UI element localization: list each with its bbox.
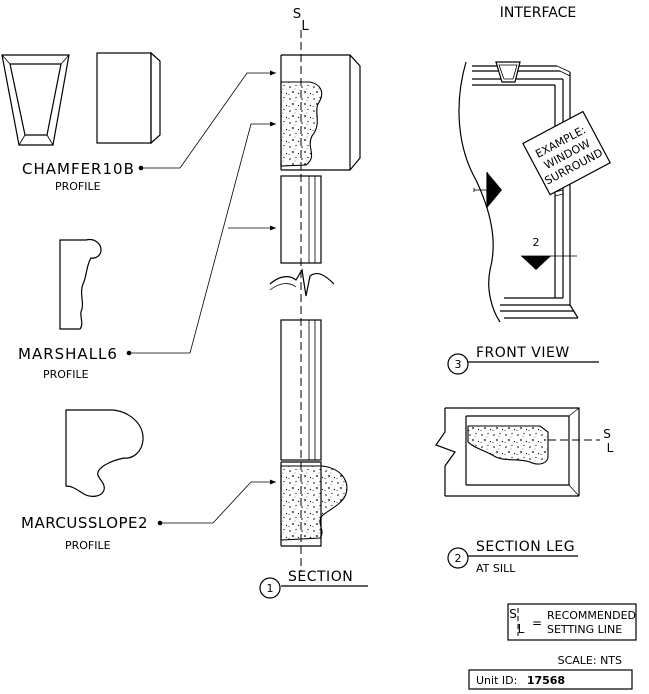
chamfer10b-leader-dot — [138, 165, 144, 171]
front-view-drawing — [458, 61, 579, 323]
unit-id-label: Unit ID: — [476, 674, 517, 687]
section-leg-number: 2 — [455, 552, 462, 565]
marshall6-leader-dot — [126, 350, 132, 356]
section-leg-sl-top: S — [603, 427, 611, 441]
leader-lines — [131, 70, 276, 524]
marshall6-label: MARSHALL6 — [18, 345, 118, 363]
svg-text:Unit ID: 17568: Unit ID: 17568 — [476, 674, 565, 687]
section-leg-drawing — [435, 407, 600, 497]
chamfer10b-side-view — [96, 51, 161, 145]
marcusslope2-profile-shape — [65, 409, 144, 497]
section-leg-sl-bottom: L — [607, 441, 614, 455]
section-leg-subtitle: AT SILL — [476, 562, 516, 575]
unit-id-value: 17568 — [527, 674, 565, 687]
section-number-circle — [259, 577, 281, 599]
chamfer10b-front-view — [1, 54, 70, 146]
marshall6-caption: PROFILE — [43, 368, 89, 381]
sill-stone-hatch — [280, 465, 348, 541]
legend-symbol-top: S — [509, 607, 517, 621]
setting-line-symbol-bottom: L — [301, 19, 309, 34]
break-line — [269, 268, 335, 297]
unit-id-box — [468, 669, 633, 690]
interface-heading: INTERFACE — [500, 5, 576, 21]
legend-line-1: RECOMMENDED — [547, 609, 636, 622]
chamfer10b-caption: PROFILE — [55, 180, 101, 193]
vertical-section-drawing — [269, 30, 361, 572]
head-stone-hatch — [280, 81, 323, 167]
marcusslope2-leader-dot — [157, 520, 163, 526]
section-leg-stone-hatch — [467, 425, 549, 465]
front-view-number-circle — [447, 353, 469, 375]
legend-symbol-bottom: L — [518, 622, 525, 636]
section-leg-title: SECTION LEG — [476, 539, 575, 555]
section-title: SECTION — [288, 569, 353, 585]
legend-equals: = — [532, 616, 542, 630]
marcusslope2-label: MARCUSSLOPE2 — [21, 514, 148, 532]
setting-line-legend: S L = RECOMMENDED SETTING LINE — [507, 603, 637, 641]
section-leg-number-circle — [447, 547, 469, 569]
front-view-title: FRONT VIEW — [476, 345, 570, 361]
chamfer10b-label: CHAMFER10B — [22, 160, 135, 178]
scale-note: SCALE: NTS — [558, 654, 622, 667]
example-callout: EXAMPLE: WINDOW SURROUND — [522, 110, 611, 196]
marshall6-profile-shape — [59, 238, 102, 330]
section-number: 1 — [267, 582, 274, 595]
setting-line-symbol-top: S — [293, 7, 301, 22]
front-view-number: 3 — [455, 358, 462, 371]
legend-line-2: SETTING LINE — [547, 623, 622, 636]
section-marker-number: 2 — [533, 236, 540, 249]
marcusslope2-caption: PROFILE — [65, 539, 111, 552]
